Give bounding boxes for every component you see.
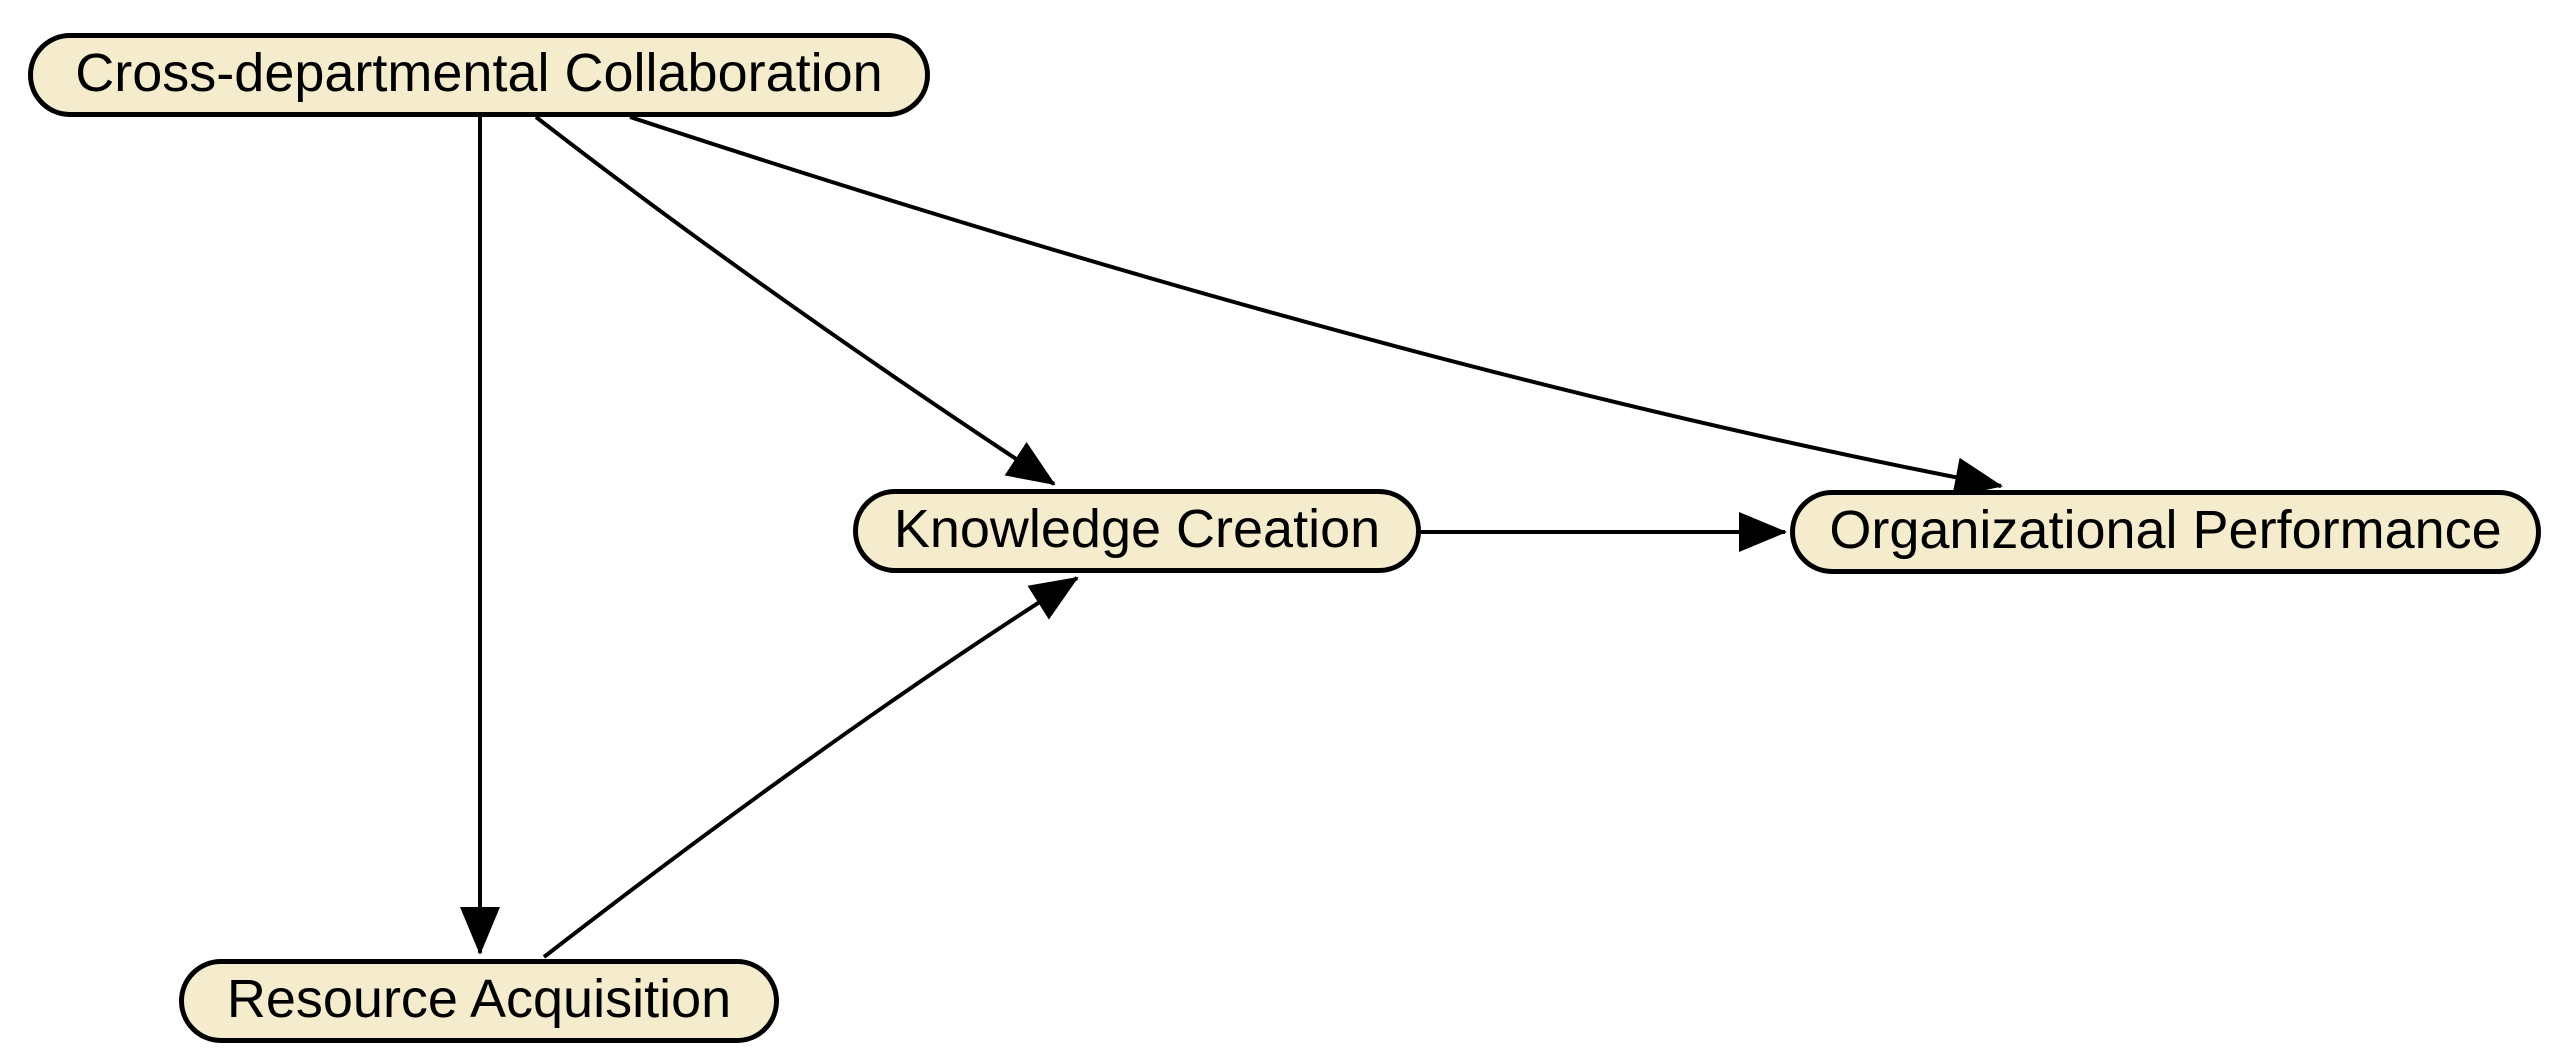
node-knowledge-creation[interactable]: Knowledge Creation [853, 489, 1421, 573]
node-resource-acquisition[interactable]: Resource Acquisition [179, 959, 779, 1043]
node-label: Organizational Performance [1829, 500, 2502, 560]
node-organizational-performance[interactable]: Organizational Performance [1790, 490, 2541, 574]
edge-collaboration-to-organizational-performance [629, 115, 2003, 498]
edge-resource-acquisition-to-knowledge-creation [542, 576, 1079, 959]
edge-collaboration-to-knowledge-creation [534, 115, 1056, 486]
node-label: Knowledge Creation [893, 499, 1381, 559]
node-label: Resource Acquisition [226, 969, 732, 1029]
node-label: Cross-departmental Collaboration [75, 43, 883, 103]
node-cross-departmental-collaboration[interactable]: Cross-departmental Collaboration [28, 33, 930, 117]
